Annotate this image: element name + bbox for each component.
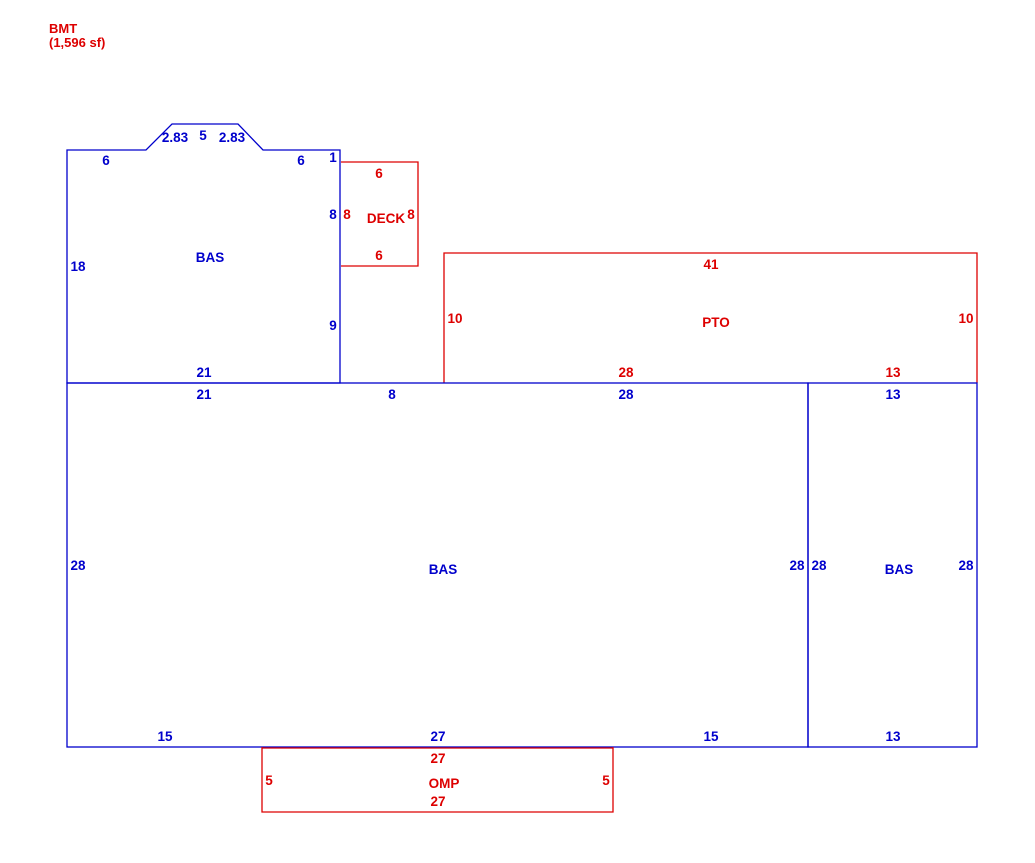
area-bas-upper: BAS 6 2.83 5 2.83 6 1 8 9 18 21	[66, 123, 341, 384]
dim-pto-top: 41	[703, 257, 719, 272]
sketch-title: BMT	[49, 21, 78, 36]
dim-pto-left: 10	[447, 311, 462, 326]
dim-bas-upper-bottom: 21	[196, 365, 212, 380]
dim-deck-top: 6	[375, 166, 383, 181]
area-bas-east: BAS 13 28 28 13	[807, 382, 978, 748]
dim-bas-upper-right-jog: 1	[329, 150, 337, 165]
dim-bas-upper-top-left: 6	[102, 153, 110, 168]
dim-bas-upper-right-upper: 8	[329, 207, 337, 222]
dim-pto-right: 10	[958, 311, 973, 326]
label-bas-main: BAS	[429, 562, 458, 577]
dim-bas-east-right: 28	[958, 558, 974, 573]
dim-deck-right: 8	[407, 207, 415, 222]
label-omp: OMP	[429, 776, 460, 791]
dim-bas-main-right: 28	[789, 558, 805, 573]
dim-bas-upper-angle-right: 2.83	[219, 130, 246, 145]
dim-bas-main-top-right: 28	[618, 387, 634, 402]
dim-omp-bottom: 27	[430, 794, 445, 809]
outline-omp	[261, 747, 614, 813]
dim-bas-main-left: 28	[70, 558, 86, 573]
outline-pto	[443, 252, 978, 383]
dim-bas-main-bottom-left: 15	[157, 729, 173, 744]
dim-bas-main-bottom-right: 15	[703, 729, 719, 744]
sketch-total-area: (1,596 sf)	[49, 35, 106, 50]
area-bas-main: BAS 21 8 28 28 28 15 27 15	[66, 382, 809, 748]
dim-omp-left: 5	[265, 773, 273, 788]
outline-deck	[341, 161, 419, 267]
dim-pto-bottom-right: 13	[885, 365, 901, 380]
dim-bas-upper-angle-left: 2.83	[162, 130, 189, 145]
dim-bas-main-bottom-mid: 27	[430, 729, 445, 744]
dim-deck-left: 8	[343, 207, 351, 222]
dim-pto-bottom-main: 28	[618, 365, 634, 380]
dim-bas-upper-top-right: 6	[297, 153, 305, 168]
dim-omp-top: 27	[430, 751, 445, 766]
label-pto: PTO	[702, 315, 730, 330]
dim-bas-main-top-mid: 8	[388, 387, 396, 402]
outline-bas-east	[807, 382, 978, 748]
area-pto: PTO 41 10 10 28 13	[443, 252, 978, 383]
area-omp: OMP 27 5 5 27	[261, 747, 614, 813]
dim-bas-east-bottom: 13	[885, 729, 901, 744]
dim-bas-east-left: 28	[811, 558, 827, 573]
dim-bas-upper-left: 18	[70, 259, 86, 274]
dim-bas-upper-top-mid: 5	[199, 128, 207, 143]
dim-omp-right: 5	[602, 773, 610, 788]
label-bas-upper: BAS	[196, 250, 225, 265]
label-bas-east: BAS	[885, 562, 914, 577]
outline-bas-upper	[66, 123, 341, 384]
dim-bas-main-top-left: 21	[196, 387, 212, 402]
dim-bas-east-top: 13	[885, 387, 901, 402]
dim-deck-bottom: 6	[375, 248, 383, 263]
dim-bas-upper-right-lower: 9	[329, 318, 337, 333]
area-deck: DECK 6 6 8 8	[341, 161, 419, 267]
label-deck: DECK	[367, 211, 406, 226]
